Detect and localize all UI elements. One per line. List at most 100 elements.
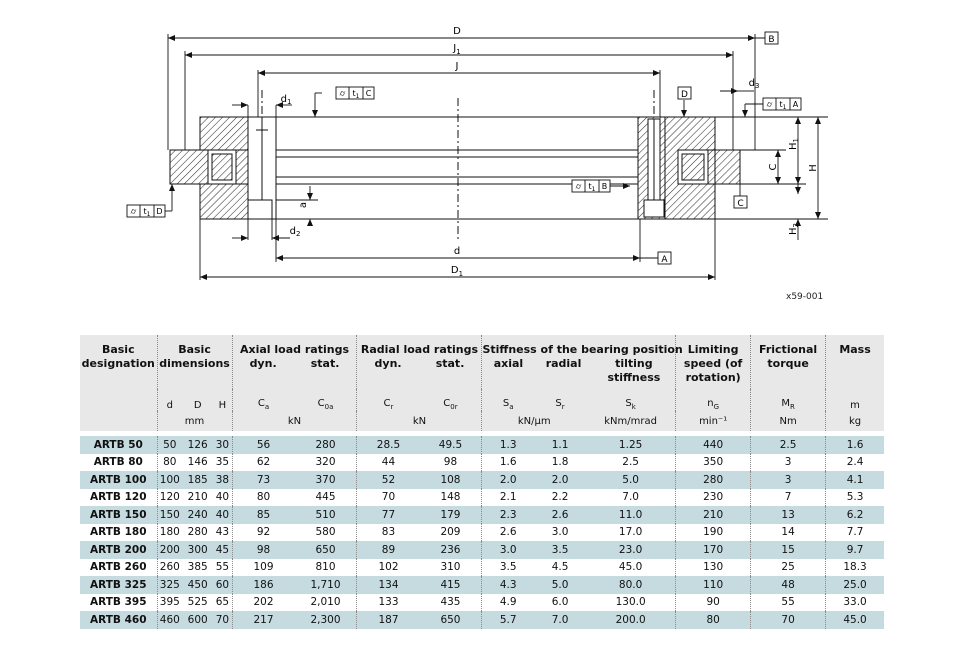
value-cell: 3 xyxy=(750,453,826,471)
value-cell: 370 xyxy=(294,471,357,489)
designation-cell: ARTB 150 xyxy=(80,506,158,524)
value-cell: 120 xyxy=(156,488,183,506)
value-cell: 14 xyxy=(750,523,826,541)
value-cell: 190 xyxy=(675,523,751,541)
svg-text:⌭: ⌭ xyxy=(767,100,773,109)
value-cell: 240 xyxy=(182,506,214,524)
dim-d1: d1 xyxy=(281,94,292,106)
svg-text:t1: t1 xyxy=(780,100,787,111)
value-cell: 5.3 xyxy=(825,488,884,506)
value-cell: 50 xyxy=(156,436,183,454)
header-row-symbols: d D H Ca C0a Cr C0r Sa Sr Sk nG MR m xyxy=(80,389,884,411)
value-cell: 580 xyxy=(294,523,357,541)
col-frictional-torque: Frictional torque xyxy=(750,335,826,389)
value-cell: 52 xyxy=(356,471,420,489)
svg-text:A: A xyxy=(793,100,799,109)
value-cell: 280 xyxy=(182,523,214,541)
value-cell: 325 xyxy=(156,576,183,594)
value-cell: 30 xyxy=(213,436,233,454)
value-cell: 13 xyxy=(750,506,826,524)
value-cell: 40 xyxy=(213,506,233,524)
value-cell: 45.0 xyxy=(825,611,884,629)
value-cell: 80 xyxy=(231,488,295,506)
dim-D1: D1 xyxy=(451,265,463,278)
value-cell: 55 xyxy=(213,558,233,576)
value-cell: 146 xyxy=(182,453,214,471)
value-cell: 98 xyxy=(419,453,482,471)
value-cell: 1.1 xyxy=(534,436,587,454)
value-cell: 48 xyxy=(750,576,826,594)
value-cell: 56 xyxy=(231,436,295,454)
datum-box-b xyxy=(764,31,779,45)
value-cell: 280 xyxy=(294,436,357,454)
dim-J1: J1 xyxy=(452,43,460,56)
svg-text:⌭: ⌭ xyxy=(576,182,582,191)
value-cell: 1.6 xyxy=(825,436,884,454)
value-cell: 2.2 xyxy=(534,488,587,506)
dim-D: D xyxy=(453,26,461,37)
drawing-code: x59-001 xyxy=(786,292,824,302)
value-cell: 4.9 xyxy=(481,593,535,611)
col-radial-load: Radial load ratings dyn.stat. xyxy=(356,335,482,389)
datum-a-label: A xyxy=(661,255,668,265)
value-cell: 2.3 xyxy=(481,506,535,524)
value-cell: 1.6 xyxy=(481,453,535,471)
datum-box-c xyxy=(733,195,748,209)
value-cell: 280 xyxy=(675,471,751,489)
dim-d3: d3 xyxy=(749,78,760,90)
value-cell: 445 xyxy=(294,488,357,506)
value-cell: 17.0 xyxy=(586,523,676,541)
value-cell: 450 xyxy=(182,576,214,594)
value-cell: 6.2 xyxy=(825,506,884,524)
header-row-titles: Basic designation Basic dimensions Axial… xyxy=(80,335,884,389)
tolerance-frame-a xyxy=(762,97,802,111)
value-cell: 110 xyxy=(675,576,751,594)
value-cell: 80 xyxy=(156,453,183,471)
value-cell: 70 xyxy=(750,611,826,629)
col-mass: Mass xyxy=(825,335,884,389)
value-cell: 73 xyxy=(231,471,295,489)
tolerance-frame-d xyxy=(126,204,166,218)
value-cell: 3.0 xyxy=(534,523,587,541)
value-cell: 35 xyxy=(213,453,233,471)
dim-H: H xyxy=(808,164,819,172)
dim-H2: H2 xyxy=(788,223,800,235)
value-cell: 170 xyxy=(675,541,751,559)
bearing-spec-table: Basic designation Basic dimensions Axial… xyxy=(80,335,884,629)
dim-d2: d2 xyxy=(290,226,301,238)
value-cell: 3 xyxy=(750,471,826,489)
value-cell: 38 xyxy=(213,471,233,489)
value-cell: 217 xyxy=(231,611,295,629)
value-cell: 460 xyxy=(156,611,183,629)
value-cell: 2.5 xyxy=(750,436,826,454)
col-limiting-speed: Limiting speed (of rotation) xyxy=(675,335,751,389)
svg-text:t1: t1 xyxy=(353,89,360,100)
value-cell: 600 xyxy=(182,611,214,629)
value-cell: 18.3 xyxy=(825,558,884,576)
value-cell: 525 xyxy=(182,593,214,611)
tolerance-frame-c xyxy=(335,86,375,100)
value-cell: 80 xyxy=(675,611,751,629)
value-cell: 133 xyxy=(356,593,420,611)
svg-text:t1: t1 xyxy=(589,182,596,193)
value-cell: 2.4 xyxy=(825,453,884,471)
value-cell: 202 xyxy=(231,593,295,611)
designation-cell: ARTB 120 xyxy=(80,488,158,506)
value-cell: 90 xyxy=(675,593,751,611)
value-cell: 186 xyxy=(231,576,295,594)
value-cell: 60 xyxy=(213,576,233,594)
value-cell: 180 xyxy=(156,523,183,541)
value-cell: 25 xyxy=(750,558,826,576)
value-cell: 2.0 xyxy=(481,471,535,489)
value-cell: 3.5 xyxy=(534,541,587,559)
value-cell: 2.6 xyxy=(534,506,587,524)
value-cell: 187 xyxy=(356,611,420,629)
designation-cell: ARTB 325 xyxy=(80,576,158,594)
datum-b-label: B xyxy=(768,35,774,45)
svg-text:⌭: ⌭ xyxy=(340,89,346,98)
value-cell: 236 xyxy=(419,541,482,559)
